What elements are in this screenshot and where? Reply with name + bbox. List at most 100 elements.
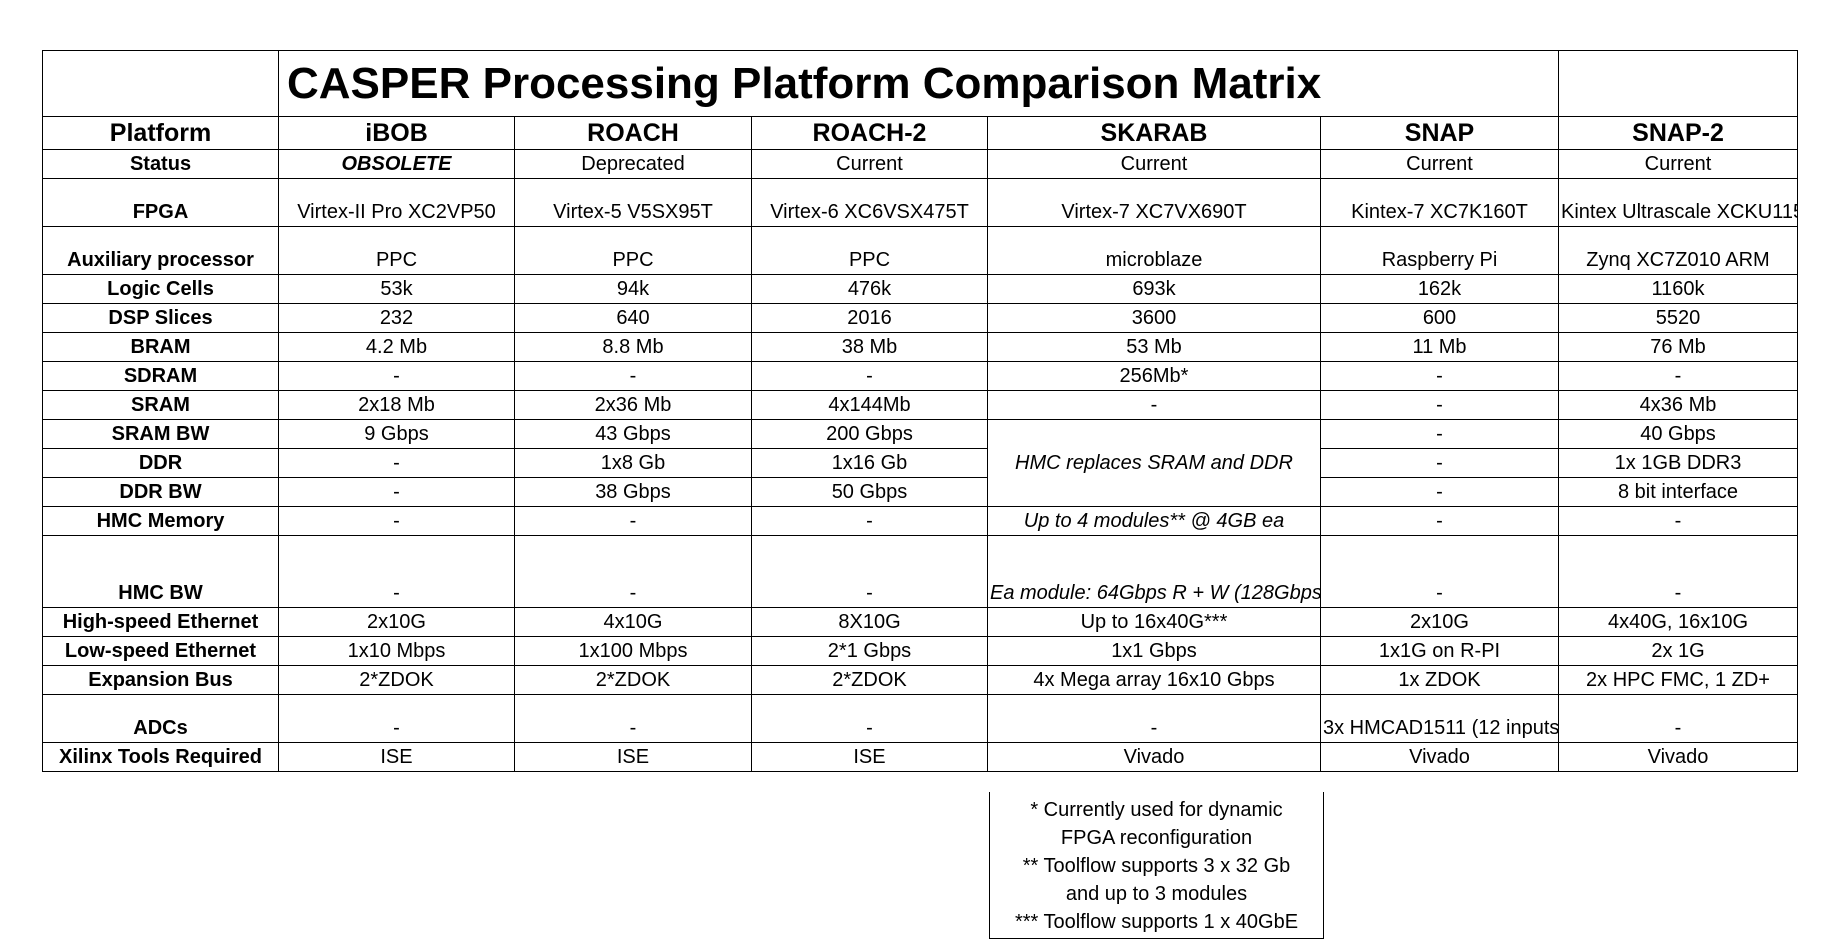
cell-hseth-snap: 2x10G <box>1319 607 1560 637</box>
cell-logic-ibob: 53k <box>278 274 515 304</box>
cell-status-roach: Deprecated <box>514 149 752 179</box>
row-label-ddrbw: DDR BW <box>42 477 279 507</box>
title-row: CASPER Processing Platform Comparison Ma… <box>42 50 1799 117</box>
cell-adcs-snap: 3x HMCAD1511 (12 inputs) <box>1319 694 1560 743</box>
cell-hseth-roach: 4x10G <box>514 607 752 637</box>
platform-roach-2: ROACH-2 <box>751 116 988 150</box>
row-label-hmcmem: HMC Memory <box>42 506 279 536</box>
cell-bram-skarab: 53 Mb <box>987 332 1321 362</box>
platform-roach: ROACH <box>514 116 752 150</box>
cell-hmcbw-roach-2: - <box>751 535 988 608</box>
cell-tools-roach-2: ISE <box>751 742 988 772</box>
row-label-hmcbw: HMC BW <box>42 535 279 608</box>
cell-tools-snap-2: Vivado <box>1558 742 1799 772</box>
cell-hmcbw-roach: - <box>514 535 752 608</box>
row-sdram: SDRAM---256Mb*-- <box>42 361 1799 391</box>
cell-fpga-skarab: Virtex-7 XC7VX690T <box>987 178 1321 227</box>
cell-logic-roach: 94k <box>514 274 752 304</box>
row-label-hseth: High-speed Ethernet <box>42 607 279 637</box>
cell-hmcmem-skarab: Up to 4 modules** @ 4GB ea <box>987 506 1321 536</box>
cell-bus-snap-2: 2x HPC FMC, 1 ZD+ <box>1558 665 1799 695</box>
row-label-sdram: SDRAM <box>42 361 279 391</box>
skarab-ddrbw-text: SRAM and DDR <box>1147 452 1293 474</box>
cell-hseth-snap-2: 4x40G, 16x10G <box>1558 607 1799 637</box>
cell-ddr-roach-2: 1x16 Gb <box>751 448 988 478</box>
cell-ddrbw-roach-2: 50 Gbps <box>751 477 988 507</box>
footnotes: * Currently used for dynamic FPGA reconf… <box>989 792 1324 939</box>
row-label-bram: BRAM <box>42 332 279 362</box>
cell-srambw-roach-2: 200 Gbps <box>751 419 988 449</box>
title-right-cell <box>1558 50 1799 117</box>
cell-ddrbw-snap-2: 8 bit interface <box>1558 477 1799 507</box>
title-corner-cell <box>42 50 279 117</box>
cell-bram-roach: 8.8 Mb <box>514 332 752 362</box>
cell-hseth-ibob: 2x10G <box>278 607 515 637</box>
skarab-srambw-text: HMC <box>1015 452 1061 474</box>
cell-sram-roach-2: 4x144Mb <box>751 390 988 420</box>
cell-sdram-snap: - <box>1319 361 1560 391</box>
cell-hseth-skarab: Up to 16x40G*** <box>987 607 1321 637</box>
cell-adcs-roach-2: - <box>751 694 988 743</box>
cell-srambw-snap: - <box>1319 419 1560 449</box>
cell-bus-skarab: 4x Mega array 16x10 Gbps <box>987 665 1321 695</box>
cell-ddr-roach: 1x8 Gb <box>514 448 752 478</box>
cell-hmcbw-ibob: - <box>278 535 515 608</box>
cell-aux-snap-2: Zynq XC7Z010 ARM <box>1558 226 1799 275</box>
cell-lseth-roach: 1x100 Mbps <box>514 636 752 666</box>
row-label-dsp: DSP Slices <box>42 303 279 333</box>
cell-logic-snap: 162k <box>1319 274 1560 304</box>
cell-dsp-roach: 640 <box>514 303 752 333</box>
cell-tools-snap: Vivado <box>1319 742 1560 772</box>
cell-hseth-roach-2: 8X10G <box>751 607 988 637</box>
cell-tools-roach: ISE <box>514 742 752 772</box>
cell-adcs-roach: - <box>514 694 752 743</box>
row-label-bus: Expansion Bus <box>42 665 279 695</box>
cell-dsp-ibob: 232 <box>278 303 515 333</box>
cell-bram-ibob: 4.2 Mb <box>278 332 515 362</box>
cell-hmcmem-ibob: - <box>278 506 515 536</box>
cell-sram-snap-2: 4x36 Mb <box>1558 390 1799 420</box>
cell-sram-snap: - <box>1319 390 1560 420</box>
row-label-status: Status <box>42 149 279 179</box>
cell-sdram-snap-2: - <box>1558 361 1799 391</box>
cell-sdram-skarab: 256Mb* <box>987 361 1321 391</box>
cell-ddr-snap: - <box>1319 448 1560 478</box>
row-label-logic: Logic Cells <box>42 274 279 304</box>
cell-hmcbw-skarab: Ea module: 64Gbps R + W (128Gbps) (2 Lin… <box>987 535 1321 608</box>
cell-hmcbw-snap: - <box>1319 535 1560 608</box>
row-hmcbw: HMC BW---Ea module: 64Gbps R + W (128Gbp… <box>42 535 1799 608</box>
cell-sram-roach: 2x36 Mb <box>514 390 752 420</box>
cell-logic-snap-2: 1160k <box>1558 274 1799 304</box>
row-label-aux: Auxiliary processor <box>42 226 279 275</box>
cell-srambw-snap-2: 40 Gbps <box>1558 419 1799 449</box>
header-label: Platform <box>42 116 279 150</box>
cell-lseth-snap-2: 2x 1G <box>1558 636 1799 666</box>
cell-ddr-ibob: - <box>278 448 515 478</box>
cell-aux-skarab: microblaze <box>987 226 1321 275</box>
cell-aux-snap: Raspberry Pi <box>1319 226 1560 275</box>
cell-aux-roach: PPC <box>514 226 752 275</box>
cell-tools-skarab: Vivado <box>987 742 1321 772</box>
cell-ddr-snap-2: 1x 1GB DDR3 <box>1558 448 1799 478</box>
cell-sdram-roach: - <box>514 361 752 391</box>
platform-skarab: SKARAB <box>987 116 1321 150</box>
cell-srambw-roach: 43 Gbps <box>514 419 752 449</box>
cell-bus-snap: 1x ZDOK <box>1319 665 1560 695</box>
cell-fpga-ibob: Virtex-II Pro XC2VP50 <box>278 178 515 227</box>
cell-hmcmem-roach: - <box>514 506 752 536</box>
row-label-adcs: ADCs <box>42 694 279 743</box>
row-label-tools: Xilinx Tools Required <box>42 742 279 772</box>
cell-status-snap-2: Current <box>1558 149 1799 179</box>
cell-lseth-skarab: 1x1 Gbps <box>987 636 1321 666</box>
cell-adcs-ibob: - <box>278 694 515 743</box>
row-label-lseth: Low-speed Ethernet <box>42 636 279 666</box>
cell-fpga-snap: Kintex-7 XC7K160T <box>1319 178 1560 227</box>
cell-status-ibob: OBSOLETE <box>278 149 515 179</box>
cell-bram-snap-2: 76 Mb <box>1558 332 1799 362</box>
